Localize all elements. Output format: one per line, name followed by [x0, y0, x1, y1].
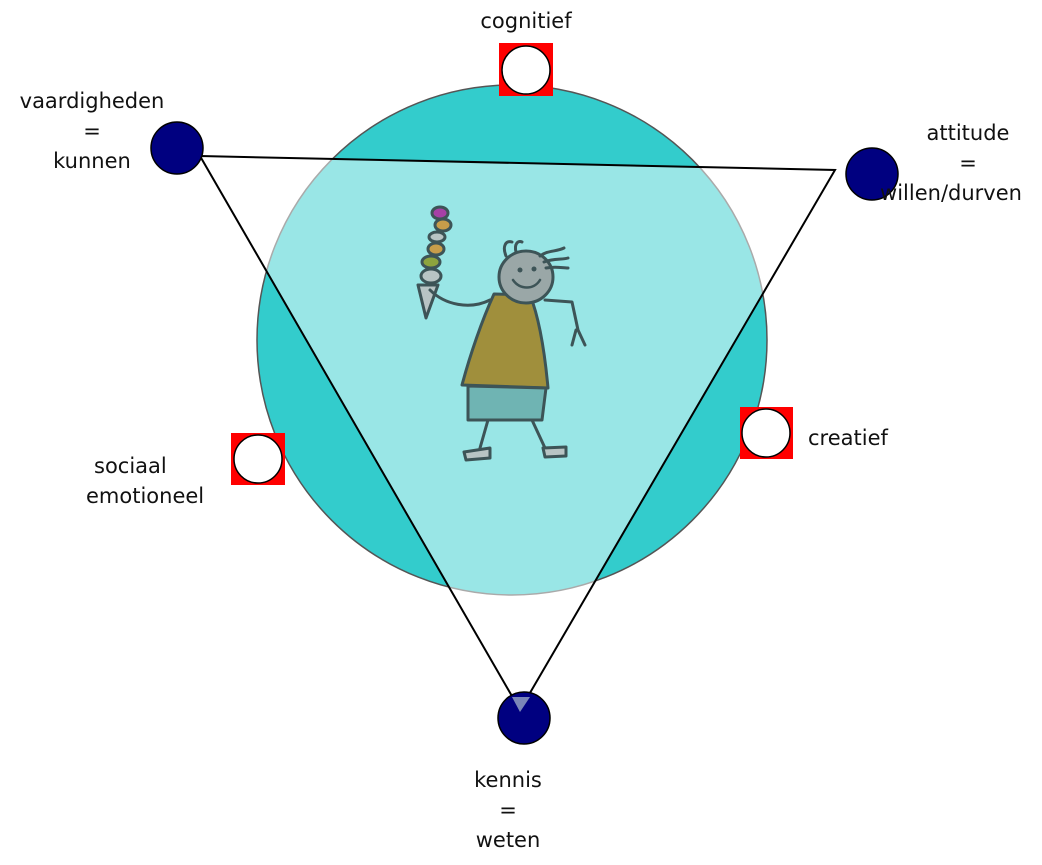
label-kennis: kennis = weten [448, 765, 568, 855]
node-kennis-highlight [512, 697, 530, 712]
label-kennis-line1: kennis [474, 768, 542, 792]
label-attitude-line2: = [959, 151, 977, 175]
label-kennis-line3: weten [475, 828, 541, 852]
label-creatief-text: creatief [808, 426, 888, 450]
label-sociaal-line1: sociaal [94, 454, 167, 478]
label-creatief: creatief [808, 423, 918, 453]
label-vaardigheden-line3: kunnen [53, 149, 131, 173]
node-vaardigheden [150, 121, 204, 175]
label-cognitief-text: cognitief [480, 9, 572, 33]
node-creatief [740, 407, 793, 459]
competence-triangle-fill [200, 156, 835, 710]
node-sociaal-emotioneel [231, 433, 285, 485]
node-cognitief [499, 43, 553, 96]
label-vaardigheden-line2: = [83, 119, 101, 143]
label-cognitief: cognitief [464, 6, 588, 36]
child-with-ice-cream-icon [416, 205, 587, 462]
label-sociaal-emotioneel: sociaal emotioneel [86, 451, 246, 511]
label-attitude-line1: attitude [926, 121, 1010, 145]
label-sociaal-line2: emotioneel [86, 484, 205, 508]
node-attitude [845, 147, 899, 201]
label-attitude-line3: willen/durven [880, 181, 1022, 205]
node-kennis [497, 691, 551, 745]
label-vaardigheden-line1: vaardigheden [19, 89, 165, 113]
competence-triangle-outline [198, 154, 837, 712]
label-kennis-line2: = [499, 798, 517, 822]
label-attitude: attitude = willen/durven [858, 118, 1038, 208]
label-vaardigheden: vaardigheden = kunnen [2, 86, 182, 176]
